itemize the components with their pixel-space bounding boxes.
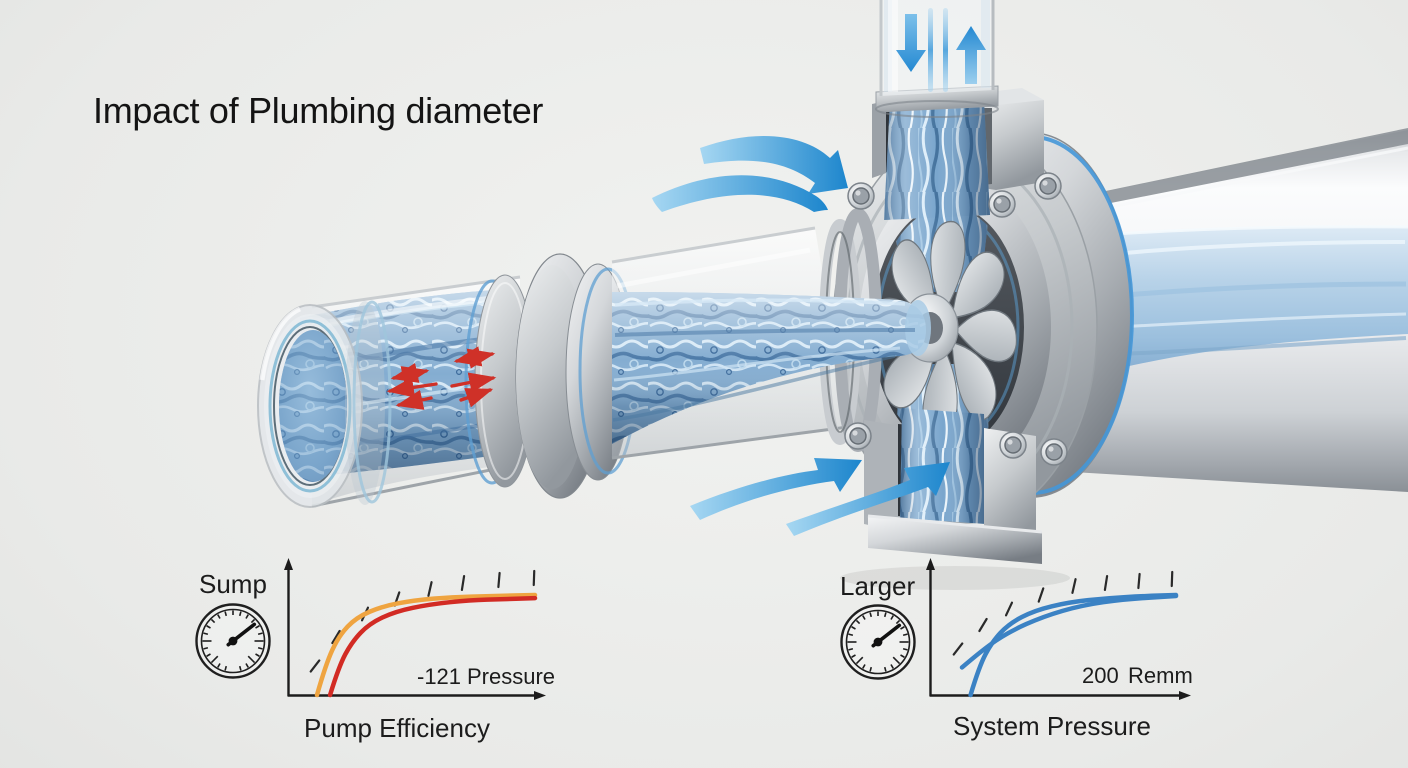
intake-swirl-arrow-top xyxy=(700,135,848,194)
flow-up-arrow xyxy=(956,26,986,84)
pipe-open-rim xyxy=(257,300,392,508)
pump-efficiency-chart: Sump -121 Pressure Pump Efficiency xyxy=(195,558,555,743)
scale-ticks xyxy=(952,570,1174,656)
inlet-pipe xyxy=(257,208,931,508)
annotation-value: -121 xyxy=(417,664,461,689)
gauge-label-sump: Sump xyxy=(199,569,267,599)
gasket-ring xyxy=(1031,135,1134,495)
outlet-swirl-arrow-left xyxy=(690,458,862,520)
x-axis-label: Pump Efficiency xyxy=(304,713,490,743)
curve-larger-diameter xyxy=(314,592,538,698)
top-inlet-assembly xyxy=(872,0,1044,220)
coupling-flange xyxy=(464,253,638,499)
flow-line xyxy=(928,8,933,92)
pressure-gauge-icon xyxy=(840,604,916,680)
system-pressure-chart: Larger 200 Remm System Pressure xyxy=(840,558,1193,741)
curve-shallow xyxy=(959,593,1179,670)
x-axis-label: System Pressure xyxy=(953,711,1151,741)
flow-down-arrow xyxy=(896,14,926,72)
flange-bolts xyxy=(844,172,1068,466)
pressure-gauge-icon xyxy=(195,603,271,679)
curve-smaller-diameter xyxy=(327,595,538,698)
flow-direction-arrows xyxy=(652,135,950,536)
gauge-label-larger: Larger xyxy=(840,571,915,601)
annotation-unit: Pressure xyxy=(467,664,555,689)
turbulence-arrows xyxy=(386,346,497,410)
scale-ticks xyxy=(309,569,536,673)
inlet-water-column xyxy=(884,100,990,220)
annotation-unit: Remm xyxy=(1128,663,1193,688)
flow-line xyxy=(943,8,948,92)
annotation-value: 200 xyxy=(1082,663,1119,688)
curve-steep xyxy=(968,592,1179,698)
outlet-swirl-arrow-right xyxy=(786,462,950,536)
converging-water-stream xyxy=(612,292,931,444)
page-title: Impact of Plumbing diameter xyxy=(93,90,544,131)
intake-swirl-tail-top xyxy=(652,175,828,212)
